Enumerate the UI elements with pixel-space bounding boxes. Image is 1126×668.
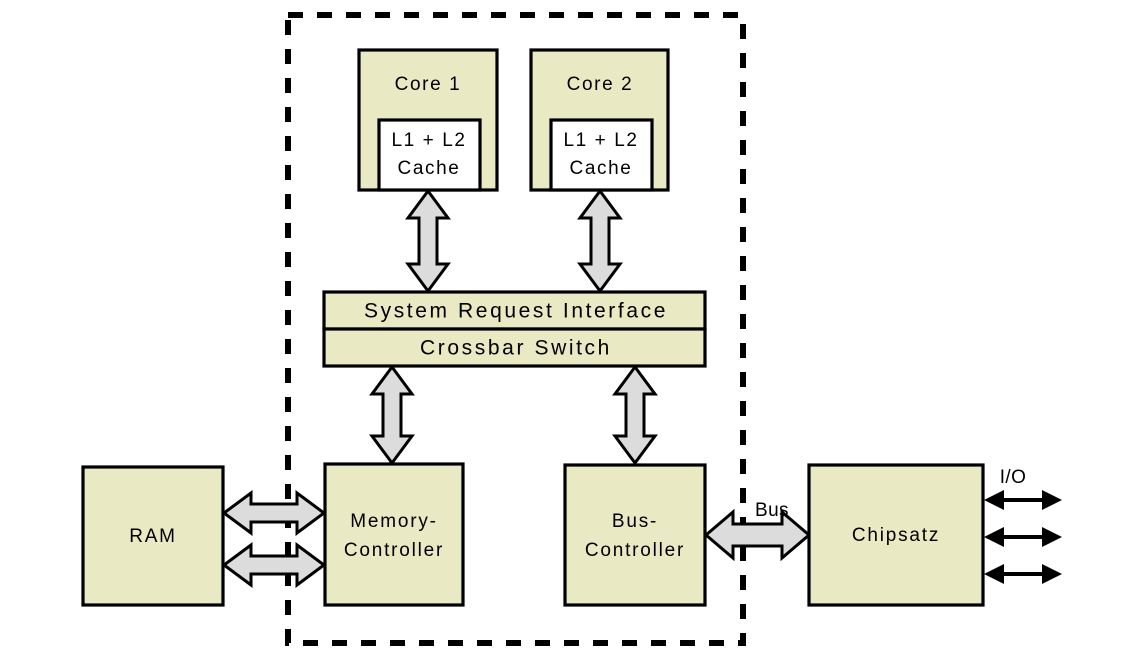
core-2-to-sri-arrow	[577, 188, 623, 294]
crossbar-switch-label: Crossbar Switch	[420, 337, 612, 360]
crossbar-switch-box	[322, 327, 707, 368]
core-2-cache-box	[549, 118, 654, 192]
system-request-interface-block: System Request Interface	[322, 290, 707, 331]
ram-label: RAM	[129, 526, 177, 547]
core-1-cache-line-2: Cache	[398, 158, 461, 179]
bus-label: Bus	[755, 500, 789, 521]
ram-block: RAM	[81, 465, 225, 607]
system-request-interface-label: System Request Interface	[364, 300, 668, 323]
crossbar-to-bus-controller-arrow	[612, 364, 658, 466]
core-1-label: Core 1	[395, 74, 462, 95]
ram-to-memory-controller-upper-arrow	[221, 490, 327, 536]
core-2-label: Core 2	[567, 74, 634, 95]
system-request-interface-box	[322, 290, 707, 331]
bus-controller-label-line-1: Bus-	[612, 511, 658, 532]
bus-controller-block: Bus- Controller	[563, 463, 707, 607]
memory-controller-label-line-2: Controller	[344, 540, 444, 561]
memory-controller-label-line-1: Memory-	[350, 511, 438, 532]
chipsatz-label: Chipsatz	[852, 525, 940, 546]
bus-controller-label-line-2: Controller	[585, 540, 685, 561]
core-2-cache-line-1: L1 + L2	[563, 130, 638, 151]
chipsatz-io-arrow-2	[984, 527, 1062, 547]
cpu-die-boundary	[285, 12, 746, 646]
chipsatz-io-arrow-3	[984, 564, 1062, 584]
io-label: I/O	[1000, 467, 1027, 488]
core-2-cache-line-2: Cache	[570, 158, 633, 179]
core-1-block: Core 1 L1 + L2 Cache	[357, 48, 499, 192]
crossbar-to-memory-controller-arrow	[369, 364, 415, 466]
chipsatz-box	[807, 463, 985, 607]
core-1-cache-line-1: L1 + L2	[391, 130, 466, 151]
crossbar-switch-block: Crossbar Switch	[322, 327, 707, 368]
chipsatz-io-arrow-1	[984, 490, 1062, 510]
memory-controller-block: Memory- Controller	[323, 462, 465, 607]
chipsatz-block: Chipsatz	[807, 463, 985, 607]
ram-to-memory-controller-lower-arrow	[221, 542, 327, 588]
ram-box	[81, 465, 225, 607]
core-2-block: Core 2 L1 + L2 Cache	[529, 48, 670, 192]
core-1-to-sri-arrow	[405, 188, 451, 294]
bus-controller-box	[563, 463, 707, 607]
core-1-cache-box	[377, 118, 482, 192]
memory-controller-box	[323, 462, 465, 607]
